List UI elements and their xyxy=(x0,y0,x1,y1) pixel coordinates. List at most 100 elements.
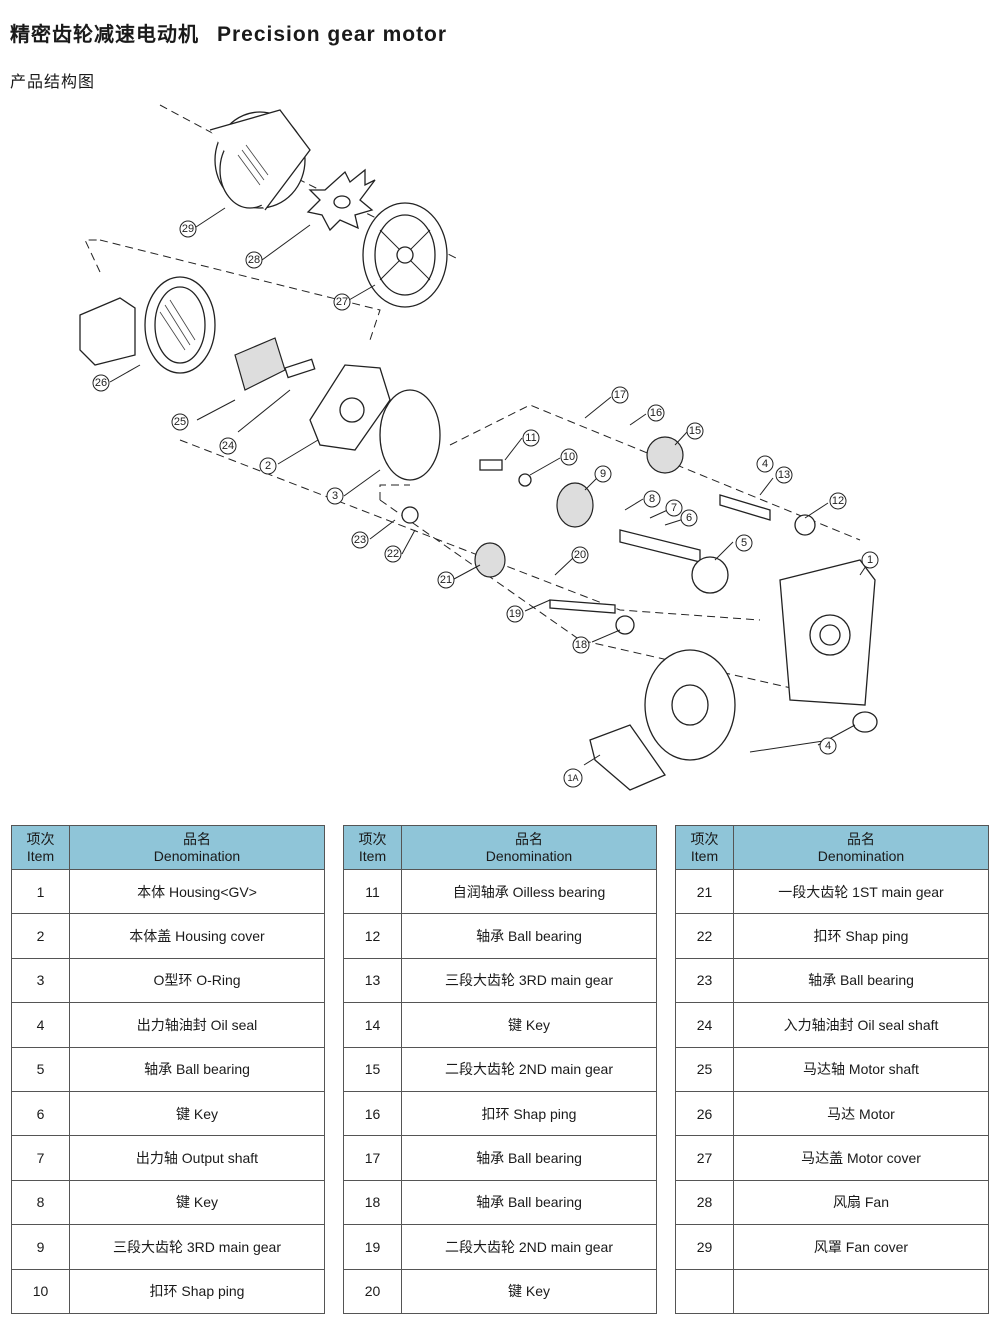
svg-text:15: 15 xyxy=(689,425,701,437)
svg-text:5: 5 xyxy=(741,537,747,549)
svg-text:27: 27 xyxy=(336,296,348,308)
denomination-cell xyxy=(733,1268,989,1314)
denomination-cell: 轴承 Ball bearing xyxy=(69,1046,325,1092)
section-subtitle: 产品结构图 xyxy=(10,72,96,91)
callout-29: 29 xyxy=(179,220,197,238)
motor-cover-part xyxy=(362,202,448,308)
denomination-cell: 本体 Housing<GV> xyxy=(69,868,325,915)
callout-24: 24 xyxy=(219,437,237,455)
denomination-cell: 出力轴 Output shaft xyxy=(69,1135,325,1181)
svg-text:1A: 1A xyxy=(567,773,578,783)
item-cell: 16 xyxy=(343,1090,402,1137)
callout-17: 17 xyxy=(611,386,629,404)
denomination-cell: 马达盖 Motor cover xyxy=(733,1135,989,1181)
item-cell: 4 xyxy=(11,1002,70,1048)
title-english: Precision gear motor xyxy=(217,23,448,46)
denomination-cell: 键 Key xyxy=(69,1090,325,1137)
denomination-cell: 扣环 Shap ping xyxy=(401,1090,657,1137)
callout-3: 3 xyxy=(326,487,344,505)
svg-text:23: 23 xyxy=(354,534,366,546)
denomination-cell: 本体盖 Housing cover xyxy=(69,913,325,959)
svg-text:29: 29 xyxy=(182,223,194,235)
item-cell: 13 xyxy=(343,957,402,1004)
item-cell: 9 xyxy=(11,1224,70,1270)
item-cell: 10 xyxy=(11,1268,70,1314)
item-cell: 23 xyxy=(675,957,734,1004)
denomination-cell: 二段大齿轮 2ND main gear xyxy=(401,1046,657,1092)
svg-text:9: 9 xyxy=(600,468,606,480)
callout-5: 5 xyxy=(735,534,753,552)
denomination-cell: 一段大齿轮 1ST main gear xyxy=(733,868,989,915)
denomination-cell: 三段大齿轮 3RD main gear xyxy=(69,1224,325,1270)
item-cell: 15 xyxy=(343,1046,402,1092)
callout-1a: 1A xyxy=(563,768,583,788)
denomination-cell: O型环 O-Ring xyxy=(69,957,325,1004)
item-cell: 12 xyxy=(343,913,402,959)
callout-2: 2 xyxy=(259,457,277,475)
item-cell: 26 xyxy=(675,1090,734,1137)
svg-text:7: 7 xyxy=(671,502,677,514)
callout-28: 28 xyxy=(245,251,263,269)
callout-1: 1 xyxy=(861,551,879,569)
callout-labels: 1 1A 2 3 4 4 5 6 7 8 9 10 11 12 13 15 16… xyxy=(92,220,879,788)
svg-text:25: 25 xyxy=(174,416,186,428)
svg-text:4: 4 xyxy=(762,458,768,470)
item-cell: 1 xyxy=(11,868,70,915)
item-cell: 18 xyxy=(343,1179,402,1226)
denomination-cell: 自润轴承 Oilless bearing xyxy=(401,868,657,915)
denomination-cell: 风罩 Fan cover xyxy=(733,1224,989,1270)
denomination-cell: 二段大齿轮 2ND main gear xyxy=(401,1224,657,1270)
item-cell: 11 xyxy=(343,868,402,915)
housing-cover-part xyxy=(309,364,391,451)
svg-text:26: 26 xyxy=(95,377,107,389)
callout-13: 13 xyxy=(775,466,793,484)
callout-8: 8 xyxy=(643,490,661,508)
svg-text:21: 21 xyxy=(440,574,452,586)
item-cell: 27 xyxy=(675,1135,734,1181)
item-cell xyxy=(675,1268,734,1314)
denomination-cell: 入力轴油封 Oil seal shaft xyxy=(733,1002,989,1048)
svg-text:3: 3 xyxy=(332,490,338,502)
callout-10: 10 xyxy=(560,448,578,466)
item-cell: 22 xyxy=(675,913,734,959)
svg-text:20: 20 xyxy=(574,549,586,561)
item-cell: 28 xyxy=(675,1179,734,1226)
item-cell: 25 xyxy=(675,1046,734,1092)
item-cell: 7 xyxy=(11,1135,70,1181)
denomination-cell: 马达 Motor xyxy=(733,1090,989,1137)
oil-seal-part xyxy=(852,711,878,733)
denomination-cell: 扣环 Shap ping xyxy=(69,1268,325,1314)
callout-22: 22 xyxy=(384,545,402,563)
callout-11: 11 xyxy=(522,429,540,447)
callout-15: 15 xyxy=(686,422,704,440)
svg-text:12: 12 xyxy=(832,495,844,507)
callout-23: 23 xyxy=(351,531,369,549)
callout-12: 12 xyxy=(829,492,847,510)
denomination-cell: 轴承 Ball bearing xyxy=(401,1179,657,1226)
